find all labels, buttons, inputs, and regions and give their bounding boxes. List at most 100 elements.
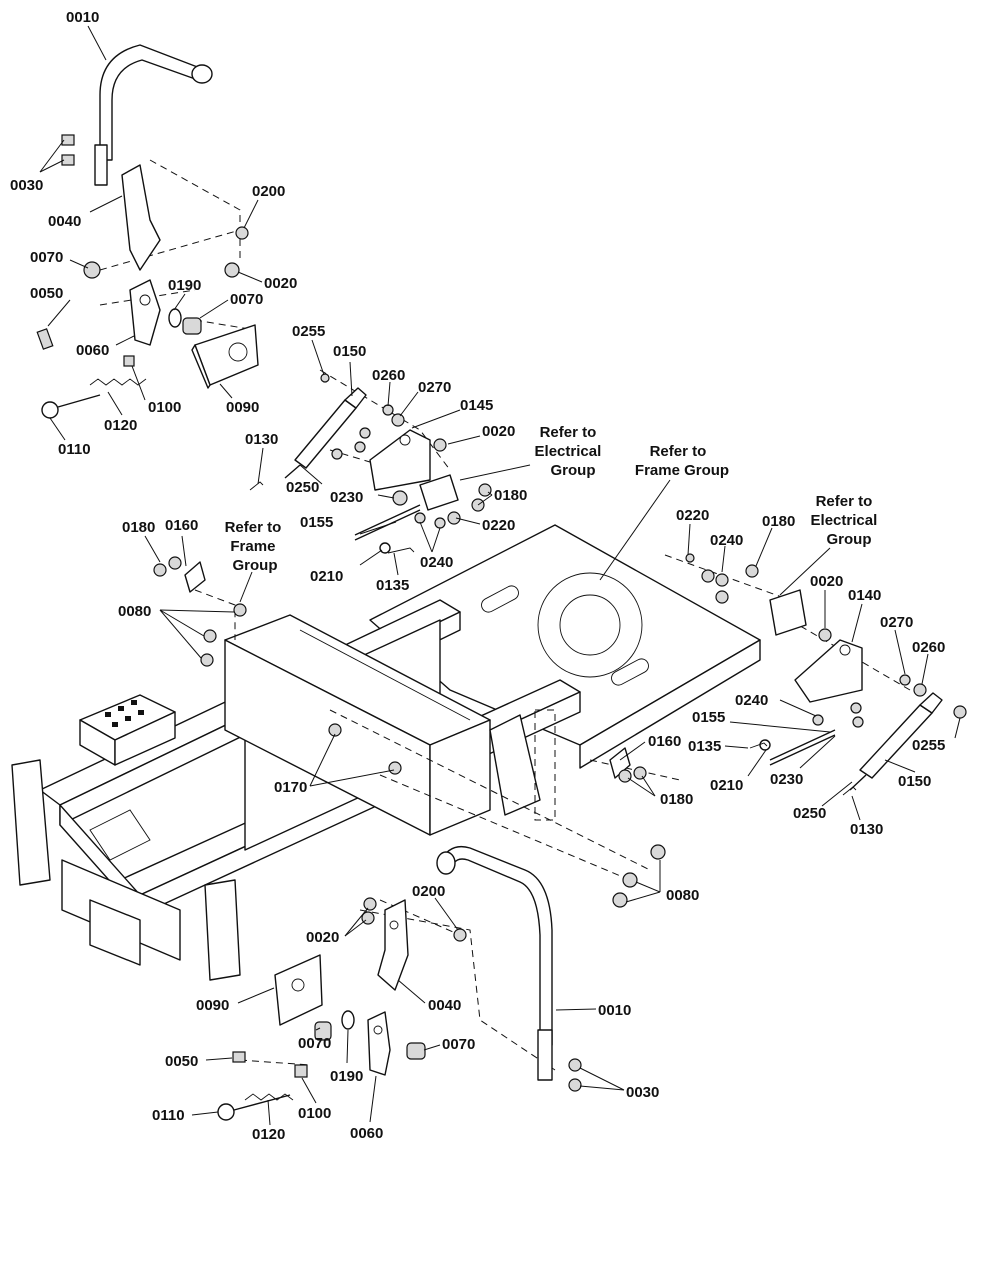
callout-0190-top: 0190 xyxy=(168,277,201,294)
callout-0150-top: 0150 xyxy=(333,343,366,360)
ref-electrical-top-line2: Electrical xyxy=(535,443,602,460)
callout-0060-bottom: 0060 xyxy=(350,1125,383,1142)
callout-0180-top-middle: 0180 xyxy=(494,487,527,504)
small-parts-top-middle xyxy=(249,373,492,554)
callout-0150-right: 0150 xyxy=(898,773,931,790)
damper-0150-right xyxy=(849,692,943,791)
callout-0070-bottom-right: 0070 xyxy=(442,1036,475,1053)
rod-0155-top xyxy=(354,504,421,541)
callout-0090-top: 0090 xyxy=(226,399,259,416)
callout-0220-right: 0220 xyxy=(676,507,709,524)
callout-0270-right: 0270 xyxy=(880,614,913,631)
callout-0020-top: 0020 xyxy=(264,275,297,292)
callout-0210-right: 0210 xyxy=(710,777,743,794)
callout-0240-right-mid: 0240 xyxy=(735,692,768,709)
callout-0060-top: 0060 xyxy=(76,342,109,359)
ref-electrical-top: Refer to Electrical Group xyxy=(535,424,606,479)
small-brackets-0160 xyxy=(184,561,631,779)
ref-frame-right-line1: Refer to xyxy=(650,443,707,460)
ref-frame-left-line3: Group xyxy=(233,557,278,574)
callout-0130-right: 0130 xyxy=(850,821,883,838)
bolts-0080-0180-0170 xyxy=(153,556,666,908)
callout-0010-bottom: 0010 xyxy=(598,1002,631,1019)
ref-electrical-right: Refer to Electrical Group xyxy=(811,493,882,548)
callout-0130-top: 0130 xyxy=(245,431,278,448)
assembly-lines xyxy=(99,159,911,1071)
main-frame xyxy=(11,524,761,981)
callout-0140: 0140 xyxy=(848,587,881,604)
ref-frame-left-line1: Refer to xyxy=(225,519,282,536)
callout-0210-top: 0210 xyxy=(310,568,343,585)
callout-0050-bottom: 0050 xyxy=(165,1053,198,1070)
ref-frame-left: Refer to Frame Group xyxy=(225,519,286,574)
callout-0040-top: 0040 xyxy=(48,213,81,230)
callout-0190-bottom: 0190 xyxy=(330,1068,363,1085)
callout-0020-right: 0020 xyxy=(810,573,843,590)
callout-0070-bottom-left: 0070 xyxy=(298,1035,331,1052)
reference-notes: Refer to Frame Group Refer to Electrical… xyxy=(225,424,882,574)
callout-0110-bottom: 0110 xyxy=(152,1107,185,1124)
switch-plate-top xyxy=(419,474,459,511)
callout-0250-right: 0250 xyxy=(793,805,826,822)
callout-0090-bottom: 0090 xyxy=(196,997,229,1014)
callout-0170: 0170 xyxy=(274,779,307,796)
callout-0255-right: 0255 xyxy=(912,737,945,754)
damper-mount-0060-bottom xyxy=(367,1011,391,1076)
callout-0010-top: 0010 xyxy=(66,9,99,26)
callout-0160-left: 0160 xyxy=(165,517,198,534)
callout-0020-top-middle: 0020 xyxy=(482,423,515,440)
callout-0145: 0145 xyxy=(460,397,493,414)
bracket-0145 xyxy=(369,429,431,491)
callout-labels: 0010 0030 0040 0200 0020 0070 0190 0070 … xyxy=(10,9,945,1143)
steering-lever-bottom xyxy=(436,845,553,1081)
callout-0180-middle: 0180 xyxy=(660,791,693,808)
callout-0255-top: 0255 xyxy=(292,323,325,340)
callout-0110-top: 0110 xyxy=(58,441,91,458)
small-parts-bottom xyxy=(217,897,582,1121)
mount-plate-0090-bottom xyxy=(274,954,323,1026)
callout-0030-top: 0030 xyxy=(10,177,43,194)
ref-frame-left-line2: Frame xyxy=(230,538,275,555)
callout-0135-top: 0135 xyxy=(376,577,409,594)
small-parts-top-left xyxy=(36,226,249,419)
callout-0260-top: 0260 xyxy=(372,367,405,384)
ref-electrical-top-line3: Group xyxy=(551,462,596,479)
callout-0240-right-top: 0240 xyxy=(710,532,743,549)
callout-0160-middle: 0160 xyxy=(648,733,681,750)
damper-0150-top xyxy=(284,387,367,479)
callout-0070-top-right: 0070 xyxy=(230,291,263,308)
callout-0050-top: 0050 xyxy=(30,285,63,302)
lever-bracket-0040-top xyxy=(121,164,161,271)
callout-0100-bottom: 0100 xyxy=(298,1105,331,1122)
callout-0080-left: 0080 xyxy=(118,603,151,620)
callout-0120-top: 0120 xyxy=(104,417,137,434)
callout-0220-top: 0220 xyxy=(482,517,515,534)
steering-lever-top-left xyxy=(94,44,213,186)
ref-electrical-right-line2: Electrical xyxy=(811,512,878,529)
lever-bracket-0040-bottom xyxy=(377,899,409,991)
callout-0240-top: 0240 xyxy=(420,554,453,571)
callout-0155-top: 0155 xyxy=(300,514,333,531)
callout-0270-top: 0270 xyxy=(418,379,451,396)
callout-0135-right: 0135 xyxy=(688,738,721,755)
leader-lines xyxy=(39,25,961,1126)
ref-frame-right: Refer to Frame Group xyxy=(635,443,729,479)
callout-0200-bottom: 0200 xyxy=(412,883,445,900)
callout-0250-top: 0250 xyxy=(286,479,319,496)
bolts-0030-top xyxy=(61,134,75,166)
callout-0080-middle: 0080 xyxy=(666,887,699,904)
ref-frame-right-line2: Frame Group xyxy=(635,462,729,479)
mount-plate-0090-top xyxy=(191,324,259,389)
callout-0120-bottom: 0120 xyxy=(252,1126,285,1143)
callout-0230-top: 0230 xyxy=(330,489,363,506)
ref-electrical-top-line1: Refer to xyxy=(540,424,597,441)
callout-0100-top: 0100 xyxy=(148,399,181,416)
callout-0040-bottom: 0040 xyxy=(428,997,461,1014)
bracket-0140 xyxy=(794,639,863,703)
ref-electrical-right-line1: Refer to xyxy=(816,493,873,510)
damper-mount-0060-top xyxy=(129,279,161,346)
rod-0155-right xyxy=(769,729,836,766)
callout-0020-bottom: 0020 xyxy=(306,929,339,946)
callout-0230-right: 0230 xyxy=(770,771,803,788)
